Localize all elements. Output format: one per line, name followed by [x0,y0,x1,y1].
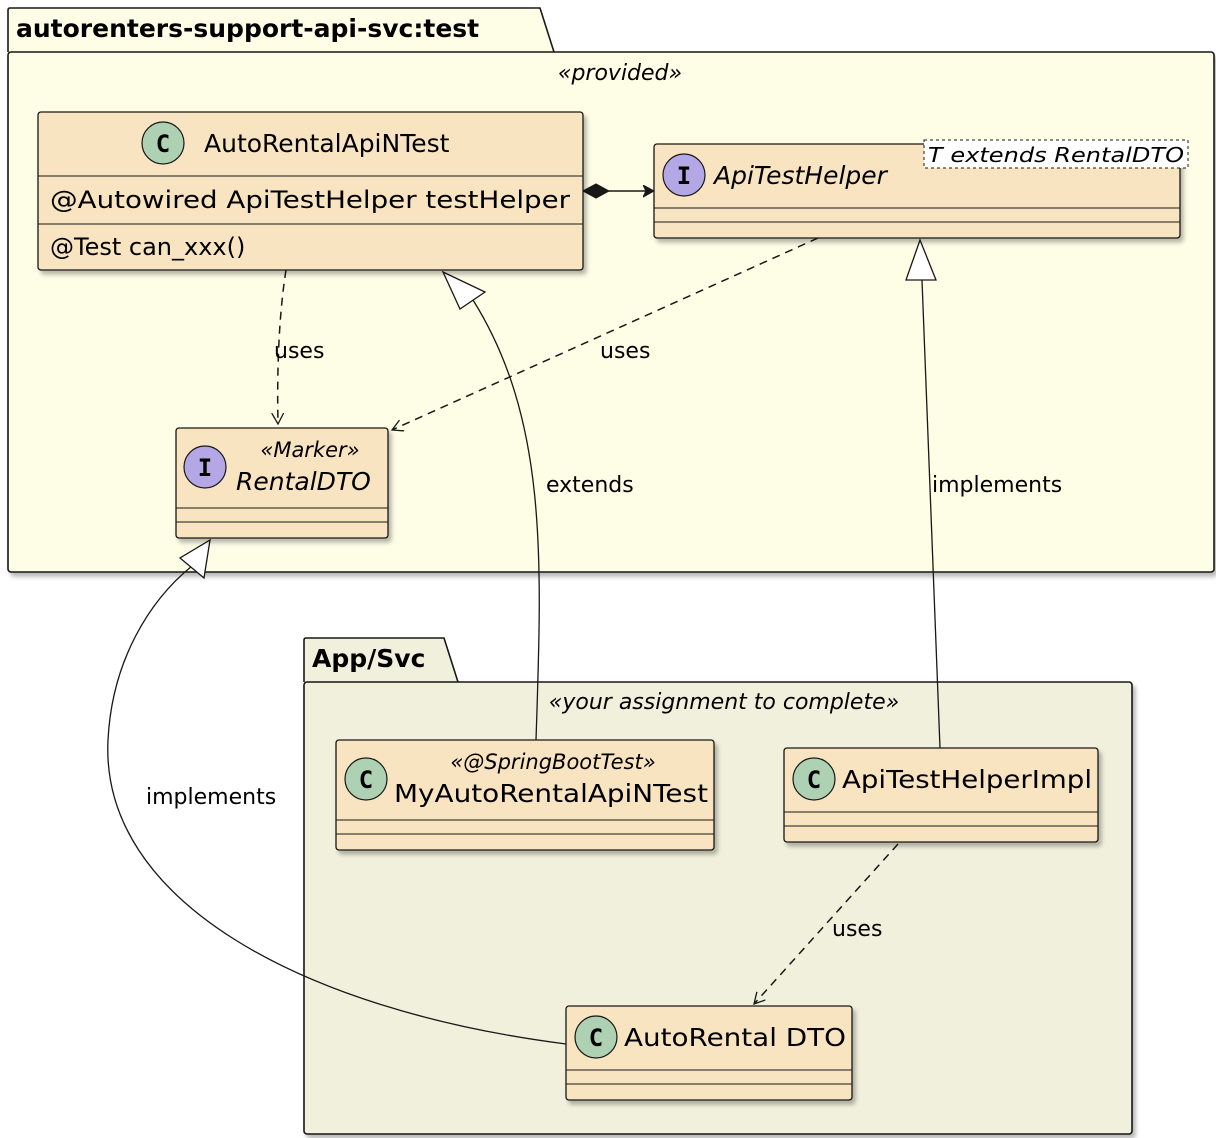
package-test-stereotype: «provided» [558,61,682,86]
edge-ntest-uses-dto [278,269,287,424]
class-box [565,1005,853,1101]
class-badge-letter: C [589,1024,603,1052]
edge-impl-implements-label: implements [932,473,1062,498]
edge-impl-uses-autorental-label: uses [832,917,882,942]
class-badge-letter: C [156,130,170,158]
class-api-test-helper-impl: C ApiTestHelperImpl [783,747,1099,843]
edge-my-extends-label: extends [546,473,634,498]
class-c-icon [574,1015,618,1059]
class-name: AutoRentalApiNTest [204,129,450,158]
edge-helper-uses-dto [392,237,819,430]
package-test-name: autorenters-support-api-svc:test [16,14,479,43]
class-badge-letter: C [807,766,821,794]
interface-stereotype: «Marker» [260,438,359,462]
package-app-stereotype: «your assignment to complete» [549,690,899,715]
interface-badge-letter: I [198,454,212,482]
class-c-icon [792,757,836,801]
class-auto-rental-dto: C AutoRental DTO [565,1005,853,1101]
interface-box [175,427,389,539]
class-name: AutoRental DTO [624,1023,846,1052]
class-c-icon [141,121,185,165]
class-c-icon [344,757,388,801]
generic-parameter-box [923,139,1189,169]
implements-arrowhead-helper [905,238,937,281]
class-my-auto-rental-api-ntest: C «@SpringBootTest» MyAutoRentalApiNTest [335,739,715,851]
interface-name: RentalDTO [236,467,371,496]
interface-badge-letter: I [677,162,691,190]
package-app-tab [303,637,459,683]
extends-arrowhead [441,270,487,310]
composition-diamond [581,183,611,199]
interface-rental-dto: I «Marker» RentalDTO [175,427,389,539]
interface-name: ApiTestHelper [712,161,889,190]
edge-ntest-uses-dto-label: uses [274,339,324,364]
generic-parameter: T extends RentalDTO [928,143,1184,167]
package-app-name: App/Svc [312,644,425,673]
edge-dto-implements [107,565,567,1045]
class-name: MyAutoRentalApiNTest [394,779,708,808]
class-stereotype: «@SpringBootTest» [450,750,655,774]
interface-i-icon [662,153,706,197]
interface-i-icon [183,445,227,489]
class-field: @Autowired ApiTestHelper testHelper [50,186,570,214]
class-box [783,747,1099,843]
class-auto-rental-api-ntest: C AutoRentalApiNTest @Autowired ApiTestH… [37,111,584,271]
edge-impl-implements [921,279,941,749]
edge-helper-uses-dto-label: uses [600,339,650,364]
interface-api-test-helper: I ApiTestHelper T extends RentalDTO [653,139,1189,239]
edge-impl-uses-autorental [754,843,899,1004]
edges: uses uses extends implements implements … [107,183,1062,1045]
class-method: @Test can_xxx() [50,233,245,261]
class-name: ApiTestHelperImpl [842,765,1092,794]
edge-dto-implements-label: implements [146,785,276,810]
implements-arrowhead-dto [178,538,211,580]
class-box [335,739,715,851]
class-badge-letter: C [359,766,373,794]
package-test-tab [7,7,555,53]
edge-my-extends [472,299,540,741]
